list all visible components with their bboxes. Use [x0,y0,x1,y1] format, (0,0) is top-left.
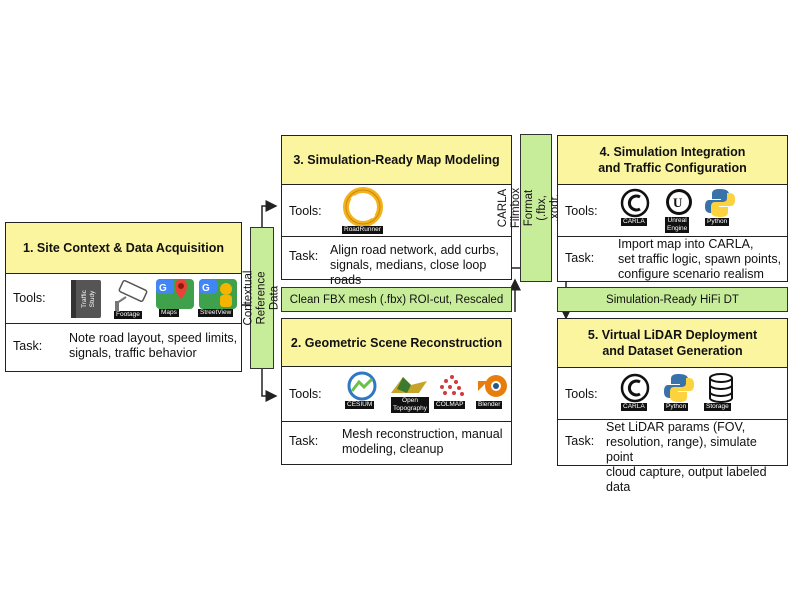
task-text: Mesh reconstruction, manual modeling, cl… [342,427,503,456]
cesium-caption: CESIUM [345,401,375,409]
task-text: Align road network, add curbs, signals, … [330,243,499,287]
roadrunner-icon: RoadRunner [338,187,388,235]
tools-row: Tools: CESIUM Open Topography COLMAP Ble… [282,366,511,421]
box-title: 3. Simulation-Ready Map Modeling [282,136,511,185]
tools-row: Tools: CARLA U Unreal Engine Python [558,184,787,236]
maps-icon: G Maps [155,277,195,319]
tools-row: Tools: CARLA Python Storage [558,367,787,419]
task-label: Task: [565,251,595,265]
opentopography-icon: Open Topography [389,371,429,421]
carla-icon: CARLA [618,372,652,416]
python-icon: Python [703,187,737,231]
task-label: Task: [289,434,319,448]
task-row: Task: Note road layout, speed limits, si… [6,323,241,371]
task-text: Import map into CARLA, set traffic logic… [618,237,782,281]
carla-caption: CARLA [621,218,647,226]
task-row: Task: Align road network, add curbs, sig… [282,236,511,287]
traffic-study-caption: Traffic Study [81,290,96,308]
unreal-engine-icon: U Unreal Engine [661,187,697,235]
carla-icon: CARLA [618,187,652,231]
box-map-modeling: 3. Simulation-Ready Map Modeling Tools: … [281,135,512,287]
colmap-icon: COLMAP [432,371,472,413]
tools-label: Tools: [565,204,598,218]
task-row: Task: Import map into CARLA, set traffic… [558,236,787,281]
contextual-reference-bar: Contextual Reference Data [243,227,281,369]
box-title: 4. Simulation Integration and Traffic Co… [558,136,787,185]
box-title: 2. Geometric Scene Reconstruction [282,319,511,367]
box-geometric-reconstruction: 2. Geometric Scene Reconstruction Tools:… [281,318,512,465]
box-lidar-deployment: 5. Virtual LiDAR Deployment and Dataset … [557,318,788,494]
clean-fbx-bar: Clean FBX mesh (.fbx) ROI-cut, Rescaled [281,287,512,312]
traffic-study-icon: Traffic Study [68,279,104,319]
blender-caption: Blender [476,401,503,409]
arrow-bar-to-box2 [261,368,278,402]
hifi-dt-label: Simulation-Ready HiFi DT [606,293,739,306]
storage-caption: Storage [704,403,731,411]
task-label: Task: [13,339,43,353]
task-text: Note road layout, speed limits, signals,… [69,331,238,360]
box-title: 5. Virtual LiDAR Deployment and Dataset … [558,319,787,368]
svg-text:G: G [159,283,167,294]
streetview-caption: StreetView [198,309,234,317]
task-row: Task: Set LiDAR params (FOV, resolution,… [558,419,787,494]
task-row: Task: Mesh reconstruction, manual modeli… [282,421,511,464]
opentopography-caption: Open Topography [391,397,429,413]
tools-label: Tools: [289,387,322,401]
camera-icon: Footage [112,279,150,319]
footage-caption: Footage [114,311,142,319]
svg-text:U: U [673,195,683,210]
task-label: Task: [289,249,319,263]
maps-caption: Maps [159,309,179,317]
box-site-context: 1. Site Context & Data Acquisition Tools… [5,222,242,372]
blender-icon: Blender [474,371,512,413]
contextual-reference-label: Contextual Reference Data [242,270,281,326]
python-caption: Python [664,403,689,411]
carla-caption: CARLA [621,403,647,411]
tools-label: Tools: [289,204,322,218]
roadrunner-caption: RoadRunner [342,226,383,234]
svg-text:G: G [202,283,210,294]
cesium-icon: CESIUM [342,371,382,413]
tools-row: Tools: Traffic Study Footage G Maps G St… [6,273,241,323]
clean-fbx-label: Clean FBX mesh (.fbx) ROI-cut, Rescaled [289,293,504,306]
unreal-engine-caption: Unreal Engine [665,217,690,233]
hifi-dt-bar: Simulation-Ready HiFi DT [557,287,788,312]
tools-label: Tools: [13,291,46,305]
box-title: 1. Site Context & Data Acquisition [6,223,241,274]
colmap-caption: COLMAP [434,401,466,409]
tools-row: Tools: RoadRunner [282,184,511,236]
python-icon: Python [662,372,696,416]
task-text: Set LiDAR params (FOV, resolution, range… [606,420,767,494]
box-simulation-integration: 4. Simulation Integration and Traffic Co… [557,135,788,282]
carla-filmbox-bar: CARLA Filmbox Format (.fbx, .xodr, .json… [497,134,574,282]
streetview-icon: G StreetView [198,277,238,319]
tools-label: Tools: [565,387,598,401]
python-caption: Python [705,218,730,226]
storage-icon: Storage [704,372,738,416]
task-label: Task: [565,434,595,448]
